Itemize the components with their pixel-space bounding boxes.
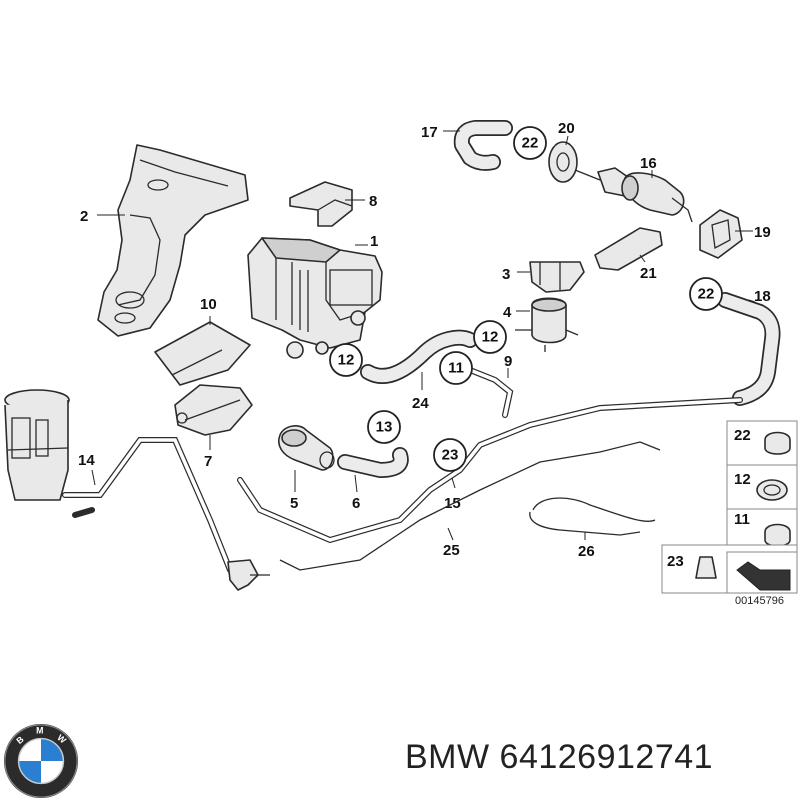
part-number-caption: BMW 64126912741 — [405, 738, 713, 777]
svg-text:13: 13 — [376, 419, 393, 436]
label-10: 10 — [200, 296, 217, 313]
svg-text:22: 22 — [522, 135, 539, 152]
callout-11: 11 — [439, 351, 473, 385]
insulation-pad-part-10 — [154, 321, 251, 386]
mount-part-7 — [174, 384, 253, 436]
label-26: 26 — [578, 543, 595, 560]
legend-panel: 22 12 11 23 00145796 — [661, 420, 798, 607]
svg-text:12: 12 — [338, 352, 355, 369]
dosing-pump-part-16 — [574, 167, 693, 223]
heater-unit-part-1 — [247, 237, 383, 359]
pump-part-4 — [515, 297, 579, 352]
label-3: 3 — [502, 266, 510, 283]
cover-part-8 — [289, 181, 353, 227]
legend-label-12: 12 — [734, 471, 751, 488]
label-18: 18 — [754, 288, 771, 305]
label-7: 7 — [204, 453, 212, 470]
bracket-part-2 — [97, 144, 249, 337]
legend-label-11: 11 — [734, 511, 750, 528]
damper-part-5 — [278, 425, 335, 471]
label-19: 19 — [754, 224, 771, 241]
grommet-part-20 — [548, 141, 578, 183]
holder-part-19 — [699, 209, 743, 259]
legend-label-22: 22 — [734, 427, 751, 444]
svg-text:B: B — [14, 734, 25, 746]
label-2: 2 — [80, 208, 88, 225]
brand-name: BMW — [405, 738, 490, 776]
label-4: 4 — [503, 304, 512, 321]
callout-22-top: 22 — [513, 126, 547, 160]
label-14: 14 — [78, 452, 95, 469]
label-21: 21 — [640, 265, 657, 282]
callout-12-left: 12 — [329, 343, 363, 377]
clip-part-3 — [529, 261, 585, 293]
label-8: 8 — [369, 193, 377, 210]
fuel-sender-part-14 — [4, 389, 70, 501]
reference-code: 00145796 — [735, 595, 784, 607]
label-24: 24 — [412, 395, 429, 412]
callout-23: 23 — [433, 438, 467, 472]
label-5: 5 — [290, 495, 298, 512]
arrow-icon — [736, 561, 791, 591]
callout-22-right: 22 — [689, 277, 723, 311]
bracket-part-21 — [594, 227, 663, 271]
bmw-logo-icon: B M W — [3, 723, 79, 799]
svg-text:22: 22 — [698, 286, 715, 303]
svg-text:12: 12 — [482, 329, 499, 346]
label-16: 16 — [640, 155, 657, 172]
legend-label-23: 23 — [667, 553, 684, 570]
label-9: 9 — [504, 353, 512, 370]
callout-13: 13 — [367, 410, 401, 444]
svg-text:M: M — [36, 726, 43, 736]
label-25: 25 — [443, 542, 460, 559]
svg-text:11: 11 — [448, 360, 464, 377]
label-6: 6 — [352, 495, 360, 512]
callout-12-right: 12 — [473, 320, 507, 354]
label-1: 1 — [370, 233, 378, 250]
part-number: 64126912741 — [499, 738, 714, 776]
label-20: 20 — [558, 120, 575, 137]
svg-text:23: 23 — [442, 447, 459, 464]
label-17: 17 — [421, 124, 438, 141]
